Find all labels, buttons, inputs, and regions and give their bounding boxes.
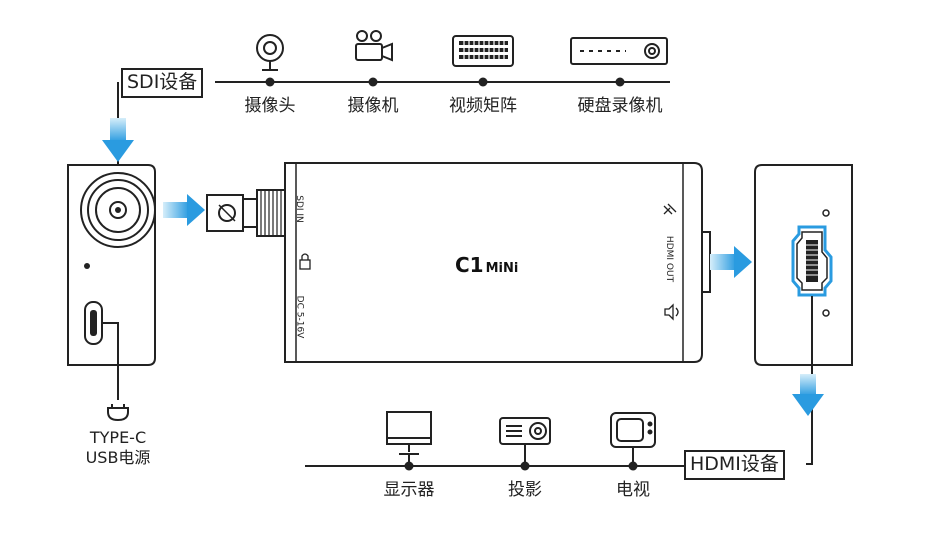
logo-sub: MiNi [485, 261, 519, 276]
arrow-to-hdmi-bus [792, 374, 824, 416]
video-camera-icon [355, 30, 393, 62]
bottom-bus [305, 444, 690, 471]
bus-node [368, 77, 378, 87]
top-device-label: 摄像机 [347, 96, 399, 116]
webcam-icon [256, 34, 284, 71]
hdmi-device [754, 164, 853, 366]
port-label-sdi-in: SDI IN [293, 195, 304, 223]
port-label-hdmi-out: HDMI OUT [664, 235, 675, 283]
tv-icon [610, 412, 656, 448]
top-device-label: 硬盘录像机 [577, 96, 663, 116]
logo-main: C1 [455, 253, 484, 277]
power-source-label: TYPE-C USB电源 [86, 428, 151, 468]
arrow-into-converter [163, 194, 205, 226]
hdmi-device-tag: HDMI设备 [684, 450, 785, 480]
video-matrix-icon [452, 35, 514, 67]
bus-node [265, 77, 275, 87]
lock-icon [299, 253, 311, 270]
power-label-line1: TYPE-C [89, 428, 147, 447]
status-icon [663, 203, 677, 215]
bottom-device-label: 显示器 [383, 480, 435, 500]
port-label-dc: DC 5-16V [294, 295, 305, 339]
converter-box [206, 162, 711, 363]
power-label-line2: USB电源 [85, 448, 151, 467]
top-device-label: 视频矩阵 [449, 96, 517, 116]
sdi-source-device [67, 164, 156, 366]
bus-node [615, 77, 625, 87]
bottom-device-label: 电视 [616, 480, 650, 500]
top-device-label: 摄像头 [244, 96, 296, 116]
hdmi-cable [806, 296, 813, 465]
projector-icon [499, 417, 551, 445]
sdi-device-tag: SDI设备 [121, 68, 204, 98]
power-cable [102, 322, 129, 422]
arrow-into-hdmi-device [710, 246, 752, 278]
bottom-device-label: 投影 [508, 480, 542, 500]
dvr-icon [570, 37, 668, 65]
bus-node [478, 77, 488, 87]
arrow-into-sdi-device [102, 118, 134, 162]
speaker-icon [664, 303, 679, 321]
monitor-icon [386, 411, 432, 455]
